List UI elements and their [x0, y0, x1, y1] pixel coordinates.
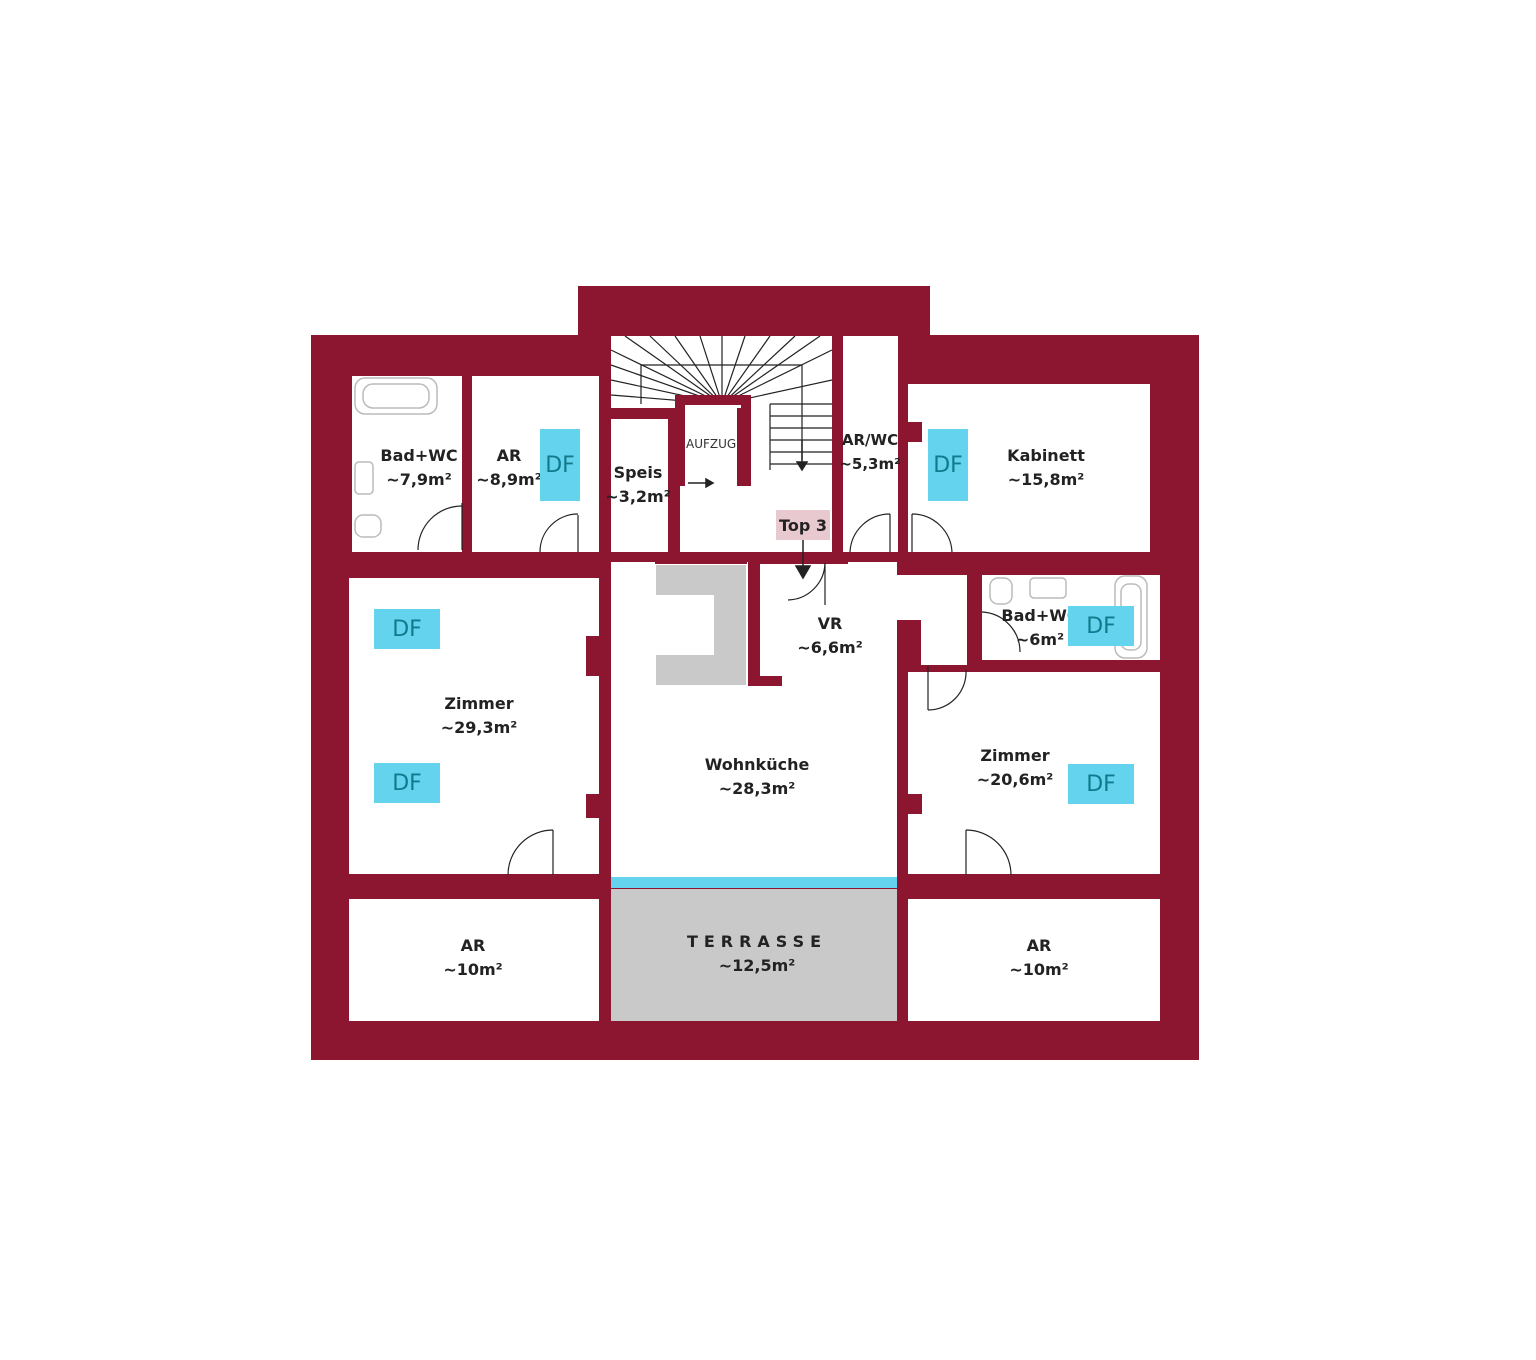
room-ar-2: [349, 899, 599, 1021]
label-aufzug: AUFZUG: [686, 437, 737, 451]
df-marker: DF: [540, 429, 580, 501]
wall-stub-left-2: [586, 794, 600, 818]
df-marker: DF: [374, 763, 440, 803]
room-speis: [611, 419, 668, 552]
wall-stub-left-1: [586, 636, 600, 676]
wall-vr-bottom: [748, 676, 782, 686]
label-kabinett: Kabinett~15,8m²: [1007, 446, 1085, 489]
label-vr: VR~6,6m²: [797, 614, 863, 657]
label-ar-3: AR~10m²: [1009, 936, 1069, 979]
kitchen-counter-cutout: [656, 595, 714, 655]
df-marker: DF: [1068, 764, 1134, 804]
elevator-shaft: [685, 406, 737, 486]
room-ar-wc: [843, 336, 898, 552]
label-ar-1: AR~8,9m²: [476, 446, 542, 489]
wall-bad2-left: [967, 575, 982, 660]
label-zimmer-2: Zimmer~20,6m²: [976, 746, 1054, 789]
wall-vr-top: [748, 552, 848, 564]
df-marker: DF: [928, 429, 968, 501]
wall-vr-left: [748, 562, 760, 686]
label-wohnkueche: Wohnküche~28,3m²: [704, 755, 810, 798]
wall-speis-bottom: [655, 552, 747, 564]
label-terrasse: TERRASSE~12,5m²: [686, 932, 828, 975]
label-ar-2: AR~10m²: [443, 936, 503, 979]
label-ar-wc: AR/WC~5,3m²: [839, 431, 901, 473]
wall-bad2-bottom: [982, 660, 1160, 672]
label-speis: Speis~3,2m²: [605, 463, 671, 506]
room-ar-3: [908, 899, 1160, 1021]
df-marker: DF: [1068, 606, 1134, 646]
df-marker: DF: [374, 609, 440, 649]
label-bad-wc-2: Bad+WC~6m²: [1001, 606, 1079, 649]
wall-stub-right-2: [908, 794, 922, 814]
door-icon: [417, 503, 1021, 876]
entrance-badge: Top 3: [776, 510, 830, 540]
wall-hall-left: [897, 620, 921, 665]
label-bad-wc-1: Bad+WC~7,9m²: [380, 446, 458, 489]
room-terrasse: [611, 889, 897, 1021]
wall-stub-right-1: [908, 422, 922, 442]
label-zimmer-1: Zimmer~29,3m²: [440, 694, 518, 737]
room-bad-wc-1: [352, 376, 462, 552]
terrace-glass-edge: [611, 877, 897, 888]
